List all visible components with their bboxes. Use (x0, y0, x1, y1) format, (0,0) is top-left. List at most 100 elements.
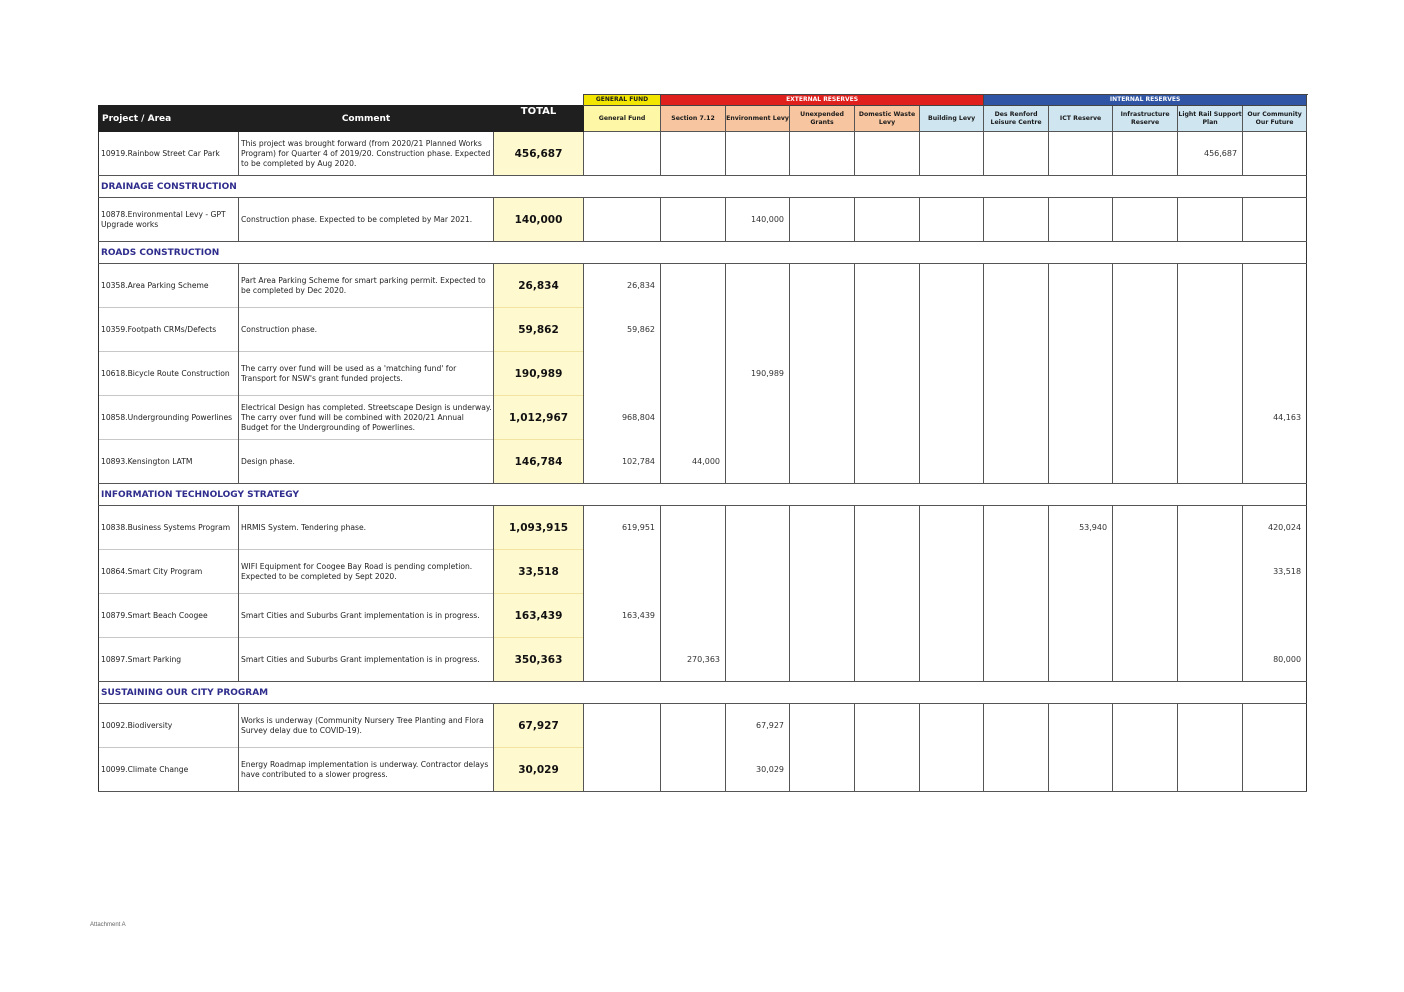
value-cell (919, 131, 985, 176)
col-project: Project / Area (98, 105, 239, 132)
total-cell: 26,834 (492, 263, 585, 308)
value-cell (1242, 131, 1308, 176)
section-header-row: INFORMATION TECHNOLOGY STRATEGY (97, 483, 1308, 506)
col-infrastructure-reserve: Infrastructure Reserve (1112, 105, 1179, 132)
col-general-fund: General Fund (583, 105, 662, 132)
value-cell (919, 637, 985, 682)
value-cell (660, 505, 727, 550)
project-cell: 10838.Business Systems Program (98, 505, 239, 550)
value-cell (1048, 747, 1114, 792)
value-cell (919, 351, 985, 396)
value-cell (983, 505, 1050, 550)
total-cell: 33,518 (492, 549, 585, 594)
value-cell (1177, 197, 1244, 242)
project-cell: 10864.Smart City Program (98, 549, 239, 594)
value-cell (583, 637, 662, 682)
value-cell: 163,439 (583, 593, 662, 638)
comment-cell: This project was brought forward (from 2… (238, 131, 494, 176)
comment-cell: Smart Cities and Suburbs Grant implement… (238, 637, 494, 682)
comment-cell: Smart Cities and Suburbs Grant implement… (238, 593, 494, 638)
value-cell (1242, 703, 1308, 748)
value-cell (583, 747, 662, 792)
value-cell: 190,989 (725, 351, 791, 396)
value-cell: 44,000 (660, 439, 727, 484)
value-cell (789, 131, 856, 176)
value-cell (1048, 549, 1114, 594)
value-cell (725, 307, 791, 352)
comment-cell: Design phase. (238, 439, 494, 484)
value-cell: 67,927 (725, 703, 791, 748)
value-cell: 53,940 (1048, 505, 1114, 550)
value-cell (1048, 263, 1114, 308)
capital-works-table: GENERAL FUND EXTERNAL RESERVES INTERNAL … (97, 94, 1308, 792)
value-cell (1242, 439, 1308, 484)
value-cell (1112, 593, 1179, 638)
value-cell (583, 549, 662, 594)
value-cell (854, 703, 921, 748)
value-cell (1048, 593, 1114, 638)
project-cell: 10919.Rainbow Street Car Park (98, 131, 239, 176)
value-cell (725, 395, 791, 440)
project-cell: 10858.Undergrounding Powerlines (98, 395, 239, 440)
value-cell (919, 197, 985, 242)
value-cell (1242, 197, 1308, 242)
value-cell: 140,000 (725, 197, 791, 242)
col-unexpended-grants: Unexpended Grants (789, 105, 856, 132)
comment-cell: Works is underway (Community Nursery Tre… (238, 703, 494, 748)
value-cell (583, 351, 662, 396)
project-cell: 10359.Footpath CRMs/Defects (98, 307, 239, 352)
section-title: DRAINAGE CONSTRUCTION (97, 175, 1308, 198)
value-cell (789, 549, 856, 594)
col-ict-reserve: ICT Reserve (1048, 105, 1114, 132)
attachment-label: Attachment A (90, 922, 126, 928)
value-cell (789, 351, 856, 396)
section-title: ROADS CONSTRUCTION (97, 241, 1308, 264)
section-title: INFORMATION TECHNOLOGY STRATEGY (97, 483, 1308, 506)
value-cell: 420,024 (1242, 505, 1308, 550)
value-cell (919, 395, 985, 440)
value-cell (660, 747, 727, 792)
col-comment: Comment (238, 105, 494, 132)
project-cell: 10099.Climate Change (98, 747, 239, 792)
table-body: 10919.Rainbow Street Car Park This proje… (97, 131, 1308, 792)
total-cell: 30,029 (492, 747, 585, 792)
comment-cell: The carry over fund will be used as a 'm… (238, 351, 494, 396)
value-cell (983, 131, 1050, 176)
comment-cell: HRMIS System. Tendering phase. (238, 505, 494, 550)
value-cell (983, 703, 1050, 748)
comment-cell: Part Area Parking Scheme for smart parki… (238, 263, 494, 308)
value-cell (725, 593, 791, 638)
value-cell (789, 263, 856, 308)
value-cell: 26,834 (583, 263, 662, 308)
group-external-reserves: EXTERNAL RESERVES (660, 94, 985, 106)
value-cell (854, 307, 921, 352)
value-cell: 30,029 (725, 747, 791, 792)
value-cell (919, 439, 985, 484)
value-cell (789, 505, 856, 550)
value-cell (1177, 395, 1244, 440)
value-cell (1112, 747, 1179, 792)
value-cell (725, 549, 791, 594)
table-header: GENERAL FUND EXTERNAL RESERVES INTERNAL … (98, 94, 1308, 132)
value-cell (725, 505, 791, 550)
comment-cell: Construction phase. Expected to be compl… (238, 197, 494, 242)
value-cell (583, 197, 662, 242)
value-cell (983, 593, 1050, 638)
value-cell (1112, 131, 1179, 176)
group-general-fund: GENERAL FUND (583, 94, 662, 106)
value-cell (725, 131, 791, 176)
value-cell (1048, 351, 1114, 396)
value-cell (854, 351, 921, 396)
section-header-row: DRAINAGE CONSTRUCTION (97, 175, 1308, 198)
value-cell: 456,687 (1177, 131, 1244, 176)
value-cell: 619,951 (583, 505, 662, 550)
value-cell (660, 197, 727, 242)
value-cell (919, 549, 985, 594)
table-row: 10919.Rainbow Street Car Park This proje… (98, 131, 1308, 176)
group-internal-reserves: INTERNAL RESERVES (983, 94, 1308, 106)
value-cell (1112, 637, 1179, 682)
value-cell (983, 307, 1050, 352)
